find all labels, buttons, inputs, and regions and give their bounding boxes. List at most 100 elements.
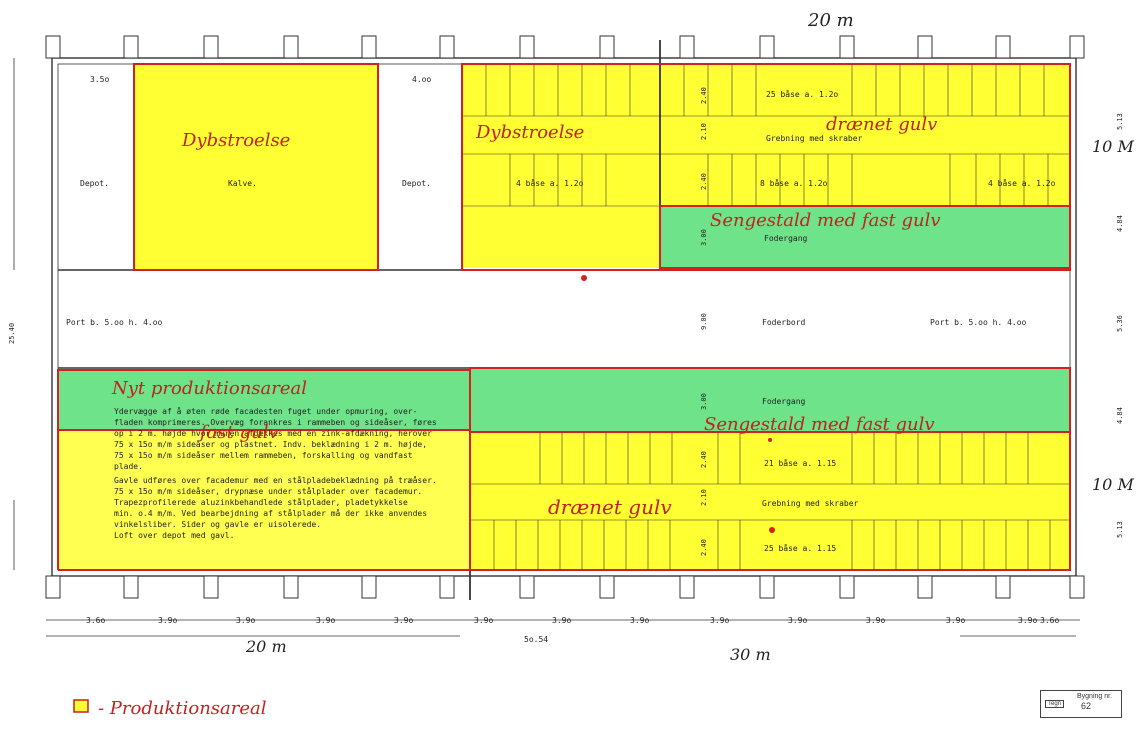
hw-draenet-upper: drænet gulv [826,114,937,135]
hw-bottom-dim-left: 20 m [245,637,287,656]
legend: - Produktionsareal [73,698,267,719]
baase-25-top-label: 25 båse a. 1.2o [766,89,838,99]
grebning-top-label: Grebning med skraber [766,134,863,143]
kalve-label: Kalve. [228,179,257,188]
fodergang-top-label: Fodergang [764,234,808,243]
upper-right-lower-fill [462,206,660,268]
drawing-stamp: Tegn Bygning nr. 62 [1040,690,1122,718]
bottom-dim: 3.9o [236,616,255,625]
port-right-label: Port b. 5.oo h. 4.oo [930,318,1027,327]
right-dim: 5.36 [1116,315,1124,332]
production-area-fills [58,64,1070,570]
columns-bottom [45,575,1085,599]
spec-text: Ydervægge af å øten røde facadesten fuge… [114,406,437,540]
upper-right-fill [462,64,1070,206]
nyt-produktion-yellow [58,430,470,570]
right-dim: 5.13 [1116,521,1124,538]
hw-draenet-lower: drænet gulv [548,495,672,519]
nyt-produktion-fill [58,370,470,430]
sengestald-lower-fill [470,368,1070,432]
stall-dividers-lower [493,432,1051,570]
left-total-dim: 25.40 [8,323,16,344]
v-dim-2-40-a: 2.40 [700,87,708,104]
port-left-label: Port b. 5.oo h. 4.oo [66,318,163,327]
bottom-dim: 3.9o [394,616,413,625]
baase-21-label: 21 båse a. 1.15 [764,458,836,468]
legend-label: - Produktionsareal [98,698,267,719]
lower-right-fill [470,432,1070,570]
grebning-bottom-label: Grebning med skraber [762,499,859,508]
hw-right-dim-lower: 10 M [1092,475,1134,494]
bottom-dim: 3.9o [1018,616,1037,625]
depot-left-label: Depot. [80,179,109,188]
hw-top-dim: 20 m [807,10,854,31]
hw-bottom-dim-right: 30 m [730,645,771,664]
stamp-number: 62 [1081,701,1092,711]
v-dim-3-00-a: 3.00 [700,229,708,246]
bottom-total-dim: 5o.54 [524,635,548,644]
depot-mid-label: Depot. [402,179,431,188]
sengestald-upper-fill [660,206,1070,268]
baase-25-bottom-label: 25 båse a. 1.15 [764,543,836,553]
spec-line: Loft over depot med gavl. [114,531,234,540]
baase-4-right-label: 4 båse a. 1.2o [988,178,1056,188]
stamp-label: Bygning nr. [1077,693,1113,700]
v-dim-2-40-b: 2.40 [700,173,708,190]
v-dim-2-10-b: 2.10 [700,489,708,506]
right-dim: 5.13 [1116,113,1124,130]
bottom-dim: 3.9o [158,616,177,625]
width-3-5: 3.5o [90,75,109,84]
stamp-ref: Tegn [1045,700,1065,708]
v-dim-9-00: 9.00 [700,313,708,330]
stall-dividers-upper [485,64,1049,206]
hw-sengestald-lower: Sengestald med fast gulv [704,414,935,435]
spec-line: 75 x 15o m/m sideåser og plastnet. Indv.… [114,439,427,449]
right-dim: 4.84 [1116,407,1124,424]
legend-swatch [73,699,89,713]
bottom-dim: 3.9o [946,616,965,625]
foderbord-label: Foderbord [762,318,806,327]
right-dim: 4.84 [1116,215,1124,232]
bottom-dim: 3.6o [1040,616,1059,625]
bottom-dim: 3.9o [316,616,335,625]
v-dim-3-00-b: 3.00 [700,393,708,410]
bottom-dim: 3.9o [552,616,571,625]
spec-line: 75 x 15o m/m sideåser mellem rammeben, f… [114,450,413,460]
width-4-00: 4.oo [412,75,431,84]
red-outlines [57,63,1071,571]
spec-line: op i 2 m. højde hvor muren afdækkes med … [114,429,432,438]
spec-line: Gavle udføres over facademur med en stål… [114,475,437,485]
spec-line: plade. [114,462,143,471]
bottom-dim: 3.9o [866,616,885,625]
hw-sengestald-upper: Sengestald med fast gulv [710,210,941,231]
v-dim-2-40-d: 2.40 [700,539,708,556]
bottom-dim: 3.9o [630,616,649,625]
handwritten-annotations: 20 m 10 M 10 M 20 m 30 m Dybstroelse Dyb… [111,10,1134,664]
hw-fast-gulv: fast gulv [198,422,279,443]
hw-dybstroelse-left: Dybstroelse [181,130,290,151]
red-dots [581,275,775,533]
hw-nyt-produktion: Nyt produktionsareal [111,378,307,399]
spec-line: min. o.4 m/m. Ved bearbejdning af stålpl… [114,508,427,518]
bottom-dim: 3.9o [788,616,807,625]
kalve-fill [134,64,378,270]
v-dim-2-40-c: 2.40 [700,451,708,468]
bottom-dim: 3.6o [86,616,105,625]
spec-line: Ydervægge af å øten røde facadesten fuge… [114,406,417,416]
baase-8-label: 8 båse a. 1.2o [760,178,828,188]
hw-right-dim-upper: 10 M [1092,137,1134,156]
printed-labels: 3.5o 4.oo Depot. Kalve. Depot. 25 båse a… [8,75,1056,556]
bottom-dims: 3.6o 3.9o 3.9o 3.9o 3.9o 3.9o 3.9o 3.9o … [86,616,1059,644]
columns-top [45,35,1085,59]
bottom-dim: 3.9o [474,616,493,625]
bottom-dim: 3.9o [710,616,729,625]
spec-line: Trapezprofilerede aluzinkbehandlede stål… [114,497,408,507]
dimension-lines [13,58,1080,637]
baase-4-left-label: 4 båse a. 1.2o [516,178,584,188]
spec-line: fladen komprimeres. Overvæg forankres i … [114,417,437,427]
v-dim-2-10-a: 2.10 [700,123,708,140]
right-dims: 5.13 4.84 5.36 4.84 5.13 [1116,113,1124,538]
spec-line: vinkelsliber. Sider og gavle er uisolere… [114,520,321,529]
fodergang-bottom-label: Fodergang [762,397,806,406]
